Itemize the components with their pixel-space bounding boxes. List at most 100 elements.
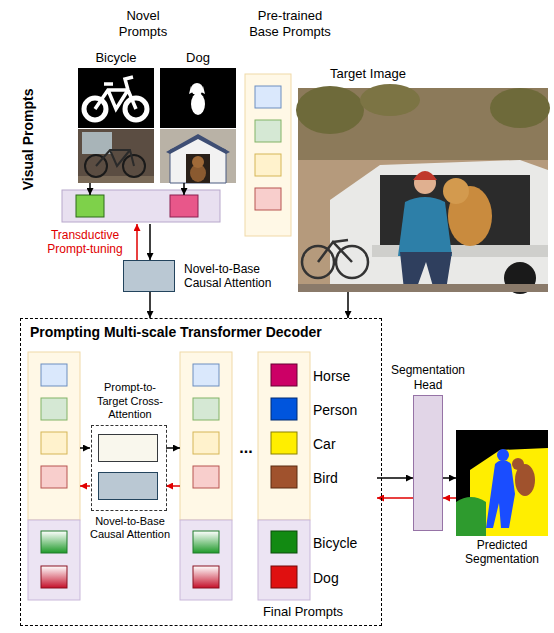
dog-photo xyxy=(166,134,230,154)
dog-photo xyxy=(192,156,204,168)
dog-photo xyxy=(186,154,210,183)
prompt-column xyxy=(271,566,297,588)
dog-photo xyxy=(170,138,226,183)
final-prompt-column: HorsePersonCarBirdBicycleDogFinal Prompt… xyxy=(257,353,377,623)
prediction-photo xyxy=(497,449,509,461)
visual-prompt: Dog xyxy=(160,50,236,183)
axis-label: Visual Prompts xyxy=(20,79,37,199)
box-heading: Segmentation Head xyxy=(386,363,470,392)
group-heading: Novel Prompts xyxy=(111,8,175,39)
novel-prompt-box xyxy=(76,195,104,217)
prompt-column xyxy=(271,531,297,553)
connector xyxy=(136,224,138,260)
prompt-column xyxy=(193,566,219,588)
decoder-arrow xyxy=(166,485,180,487)
box-label: Novel-to-Base Causal Attention xyxy=(184,262,288,291)
attention-block: Prompt-to-Target Cross-AttentionNovel-to… xyxy=(85,381,175,553)
column-caption: Final Prompts xyxy=(257,604,349,620)
prompt-column xyxy=(41,364,67,386)
bicycle-photo xyxy=(78,176,154,183)
causal-attention-block xyxy=(98,472,158,500)
base-prompt-panel: Pre-trained Base Prompts xyxy=(240,8,340,240)
visual-prompt: Bicycle xyxy=(78,50,154,183)
prediction-photo xyxy=(456,430,548,536)
bicycle-mask xyxy=(78,68,154,128)
prompt-column xyxy=(41,531,67,553)
image-caption: Predicted Segmentation xyxy=(452,538,552,567)
novel-prompt-box xyxy=(170,195,198,217)
bicycle-mask xyxy=(95,77,136,109)
connector xyxy=(443,497,456,499)
bicycle-photo xyxy=(78,129,154,183)
prompt-column xyxy=(258,352,310,520)
ellipsis: ... xyxy=(236,438,256,457)
edge-label: Transductive Prompt-tuning xyxy=(40,228,130,257)
prediction-image: Predicted Segmentation xyxy=(456,430,548,536)
prediction-photo xyxy=(512,458,524,470)
class-name: Bicycle xyxy=(78,50,154,66)
base-prompt-band xyxy=(255,86,281,108)
dog-photo xyxy=(160,129,236,183)
bicycle-mask xyxy=(78,68,154,128)
prompt-column xyxy=(193,398,219,420)
base-prompt-band xyxy=(255,188,281,210)
dog-mask xyxy=(191,93,205,115)
target-photo xyxy=(296,86,364,134)
dog-photo xyxy=(160,129,236,183)
prompt-arrow xyxy=(90,183,184,195)
prompt-column xyxy=(41,566,67,588)
class-label: Horse xyxy=(313,368,375,385)
decoder-arrow xyxy=(166,447,180,449)
target-photo xyxy=(490,88,550,128)
target-photo xyxy=(414,172,436,194)
block-label: Novel-to-Base Causal Attention xyxy=(85,515,175,541)
class-label: Dog xyxy=(313,570,375,587)
prompt-column xyxy=(28,352,80,520)
decoder-arrow xyxy=(80,485,90,487)
prompt-column xyxy=(271,364,297,386)
dog-mask xyxy=(160,68,236,128)
prediction-photo xyxy=(486,460,515,528)
target-photo xyxy=(298,284,548,292)
connector xyxy=(149,292,151,318)
class-label: Bird xyxy=(313,470,375,487)
connector xyxy=(377,477,413,479)
decoder-frame: Prompting Multi-scale Transformer Decode… xyxy=(20,318,382,626)
prompt-column xyxy=(271,432,297,454)
target-photo xyxy=(296,84,550,294)
prompt-column xyxy=(180,352,232,520)
dog-mask xyxy=(160,68,236,128)
prediction-photo xyxy=(456,497,486,536)
target-photo xyxy=(413,171,437,180)
prompt-arrow xyxy=(89,183,91,195)
prompt-column xyxy=(28,520,80,600)
target-photo xyxy=(443,178,469,204)
target-image: Target Image xyxy=(298,64,548,292)
base-prompt-band xyxy=(245,74,291,236)
attention-frame xyxy=(91,425,167,511)
prompt-arrow xyxy=(183,183,185,195)
target-photo xyxy=(318,240,352,262)
prompt-column xyxy=(41,432,67,454)
base-prompt-band xyxy=(255,154,281,176)
frame-title: Prompting Multi-scale Transformer Decode… xyxy=(30,324,374,341)
class-label: Car xyxy=(313,436,375,453)
dog-mask xyxy=(191,83,203,95)
class-label: Person xyxy=(313,402,375,419)
connector xyxy=(347,292,349,318)
prompt-column xyxy=(193,364,219,386)
prompt-column xyxy=(271,466,297,488)
dog-mask xyxy=(189,86,205,94)
class-label: Bicycle xyxy=(313,535,375,552)
prompt-column xyxy=(41,466,67,488)
connector xyxy=(443,477,456,479)
base-prompt-band xyxy=(245,74,291,236)
prompt-column xyxy=(271,398,297,420)
prompt-column xyxy=(258,520,310,600)
novel-prompt-box xyxy=(62,190,220,222)
prompt-column xyxy=(193,466,219,488)
prompt-column xyxy=(193,432,219,454)
prompt-column xyxy=(28,352,310,600)
bicycle-photo xyxy=(96,150,134,166)
